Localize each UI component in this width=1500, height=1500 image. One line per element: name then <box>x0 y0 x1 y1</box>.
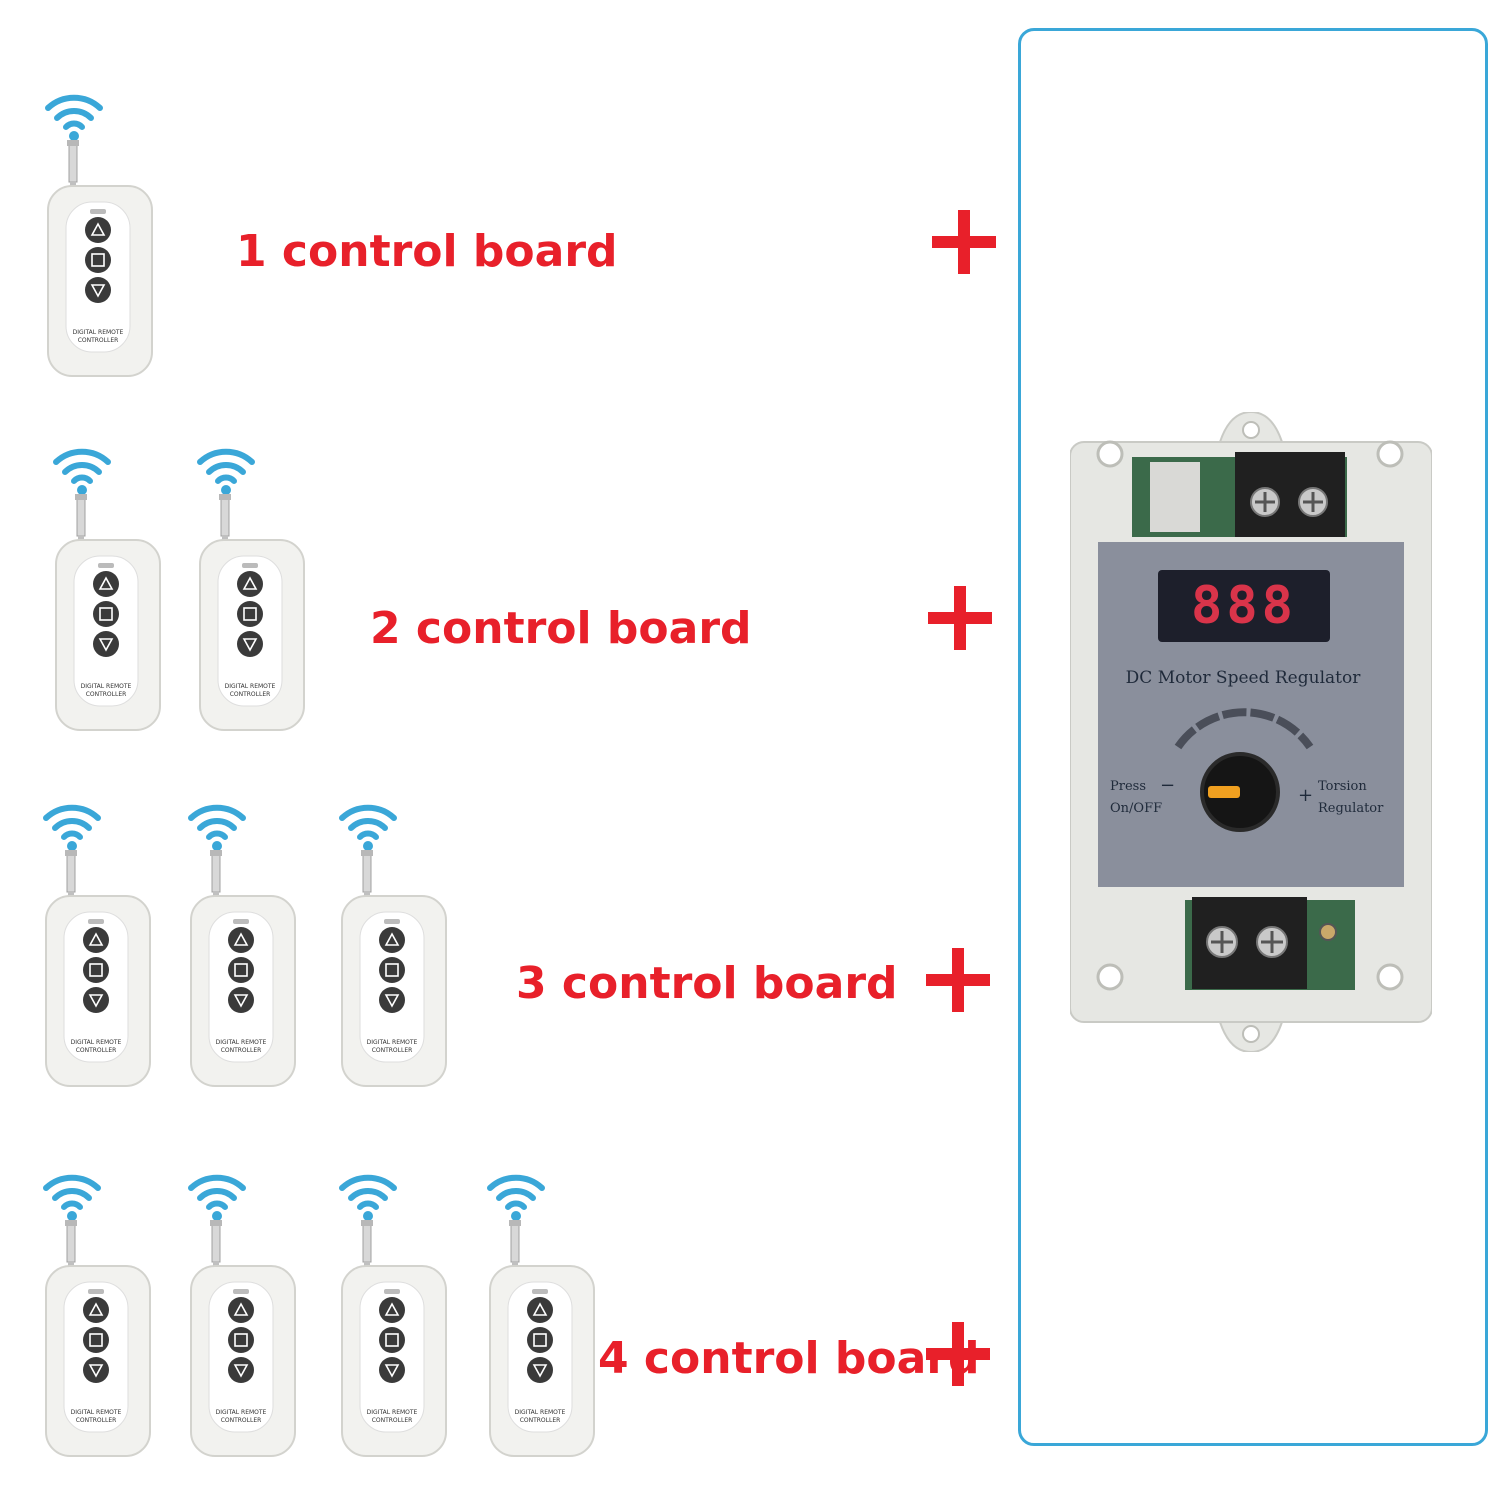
wifi-icon <box>53 448 111 495</box>
remote-control: DIGITAL REMOTE CONTROLLER <box>38 796 168 1096</box>
remote-control: DIGITAL REMOTE CONTROLLER <box>48 440 178 740</box>
led-display: 888 <box>1158 570 1330 642</box>
svg-text:CONTROLLER: CONTROLLER <box>76 1047 117 1054</box>
wifi-icon <box>339 804 397 851</box>
wifi-icon <box>487 1174 545 1221</box>
svg-text:CONTROLLER: CONTROLLER <box>372 1417 413 1424</box>
wifi-icon <box>43 804 101 851</box>
svg-text:CONTROLLER: CONTROLLER <box>520 1417 561 1424</box>
row-label-2: 2 control board <box>370 603 752 654</box>
plus-icon-1 <box>932 210 996 274</box>
row-label-4: 4 control board <box>598 1333 980 1384</box>
svg-text:CONTROLLER: CONTROLLER <box>230 691 271 698</box>
wifi-icon <box>45 94 103 141</box>
svg-text:CONTROLLER: CONTROLLER <box>221 1417 262 1424</box>
remote-control: DIGITAL REMOTE CONTROLLER <box>40 86 170 386</box>
row-label-1: 1 control board <box>236 226 618 277</box>
svg-text:CONTROLLER: CONTROLLER <box>372 1047 413 1054</box>
torsion-label: Torsion Regulator <box>1318 776 1383 820</box>
plus-sign: + <box>1298 785 1314 806</box>
remote-control: DIGITAL REMOTE CONTROLLER <box>334 796 464 1096</box>
wifi-icon <box>339 1174 397 1221</box>
device-title: DC Motor Speed Regulator <box>1125 668 1361 688</box>
press-text: Press <box>1110 779 1146 794</box>
svg-text:DIGITAL REMOTE: DIGITAL REMOTE <box>71 1409 122 1416</box>
plus-icon-2 <box>928 586 992 650</box>
row-label-3: 3 control board <box>516 958 898 1009</box>
svg-text:CONTROLLER: CONTROLLER <box>76 1417 117 1424</box>
svg-text:DIGITAL REMOTE: DIGITAL REMOTE <box>73 329 124 336</box>
remote-control: DIGITAL REMOTE CONTROLLER <box>38 1166 168 1466</box>
regulator-text: Regulator <box>1318 801 1384 816</box>
svg-text:DIGITAL REMOTE: DIGITAL REMOTE <box>367 1039 418 1046</box>
svg-text:DIGITAL REMOTE: DIGITAL REMOTE <box>367 1409 418 1416</box>
plus-icon-4 <box>926 1322 990 1386</box>
svg-text:CONTROLLER: CONTROLLER <box>78 337 119 344</box>
wifi-icon <box>188 1174 246 1221</box>
svg-text:DIGITAL REMOTE: DIGITAL REMOTE <box>71 1039 122 1046</box>
wifi-icon <box>43 1174 101 1221</box>
svg-text:CONTROLLER: CONTROLLER <box>221 1047 262 1054</box>
svg-text:DIGITAL REMOTE: DIGITAL REMOTE <box>225 683 276 690</box>
remote-control: DIGITAL REMOTE CONTROLLER <box>192 440 322 740</box>
remote-control: DIGITAL REMOTE CONTROLLER <box>482 1166 612 1466</box>
minus-sign: − <box>1160 775 1176 796</box>
wifi-icon <box>188 804 246 851</box>
remote-control: DIGITAL REMOTE CONTROLLER <box>334 1166 464 1466</box>
remote-control: DIGITAL REMOTE CONTROLLER <box>183 796 313 1096</box>
onoff-text: On/OFF <box>1110 801 1163 816</box>
svg-text:DIGITAL REMOTE: DIGITAL REMOTE <box>216 1409 267 1416</box>
svg-text:CONTROLLER: CONTROLLER <box>86 691 127 698</box>
speed-regulator-device <box>1069 410 1433 1054</box>
torsion-text: Torsion <box>1318 779 1367 794</box>
device-frame <box>1018 28 1488 1446</box>
plus-icon-3 <box>926 948 990 1012</box>
remote-control: DIGITAL REMOTE CONTROLLER <box>183 1166 313 1466</box>
svg-text:DIGITAL REMOTE: DIGITAL REMOTE <box>216 1039 267 1046</box>
svg-text:DIGITAL REMOTE: DIGITAL REMOTE <box>81 683 132 690</box>
svg-text:DIGITAL REMOTE: DIGITAL REMOTE <box>515 1409 566 1416</box>
wifi-icon <box>197 448 255 495</box>
press-label: Press On/OFF <box>1110 776 1162 820</box>
